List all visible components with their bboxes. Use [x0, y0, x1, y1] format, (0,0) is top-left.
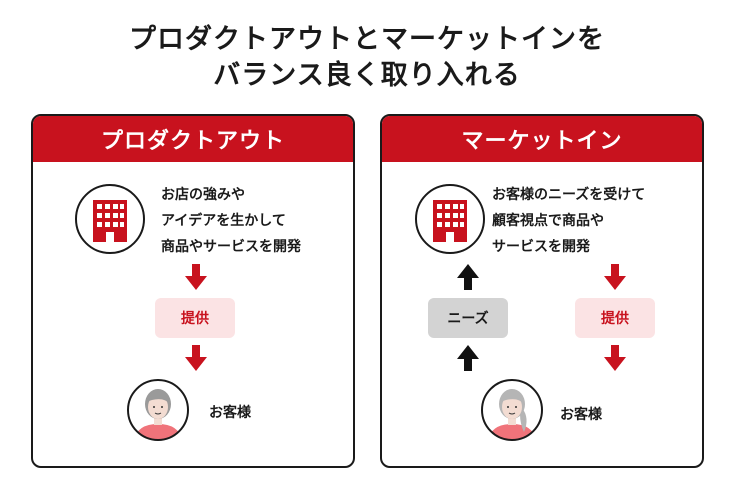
description-line: サービスを開発: [492, 239, 590, 255]
title-line-2: バランス良く取り入れる: [213, 60, 521, 91]
customer-label: お客様: [560, 407, 602, 423]
person-icon: [481, 379, 543, 441]
arrow-up-icon: [457, 264, 479, 290]
product-out-header: プロダクトアウト: [33, 116, 353, 162]
arrow-down-icon: [604, 345, 626, 371]
description-line: 商品やサービスを開発: [161, 239, 301, 255]
product-out-description: お店の強みや アイデアを生かして 商品やサービスを開発: [161, 182, 301, 260]
description-line: 顧客視点で商品や: [492, 213, 604, 229]
title-line-1: プロダクトアウトとマーケットインを: [129, 24, 605, 55]
provide-pill: 提供: [575, 298, 655, 338]
building-icon: [415, 184, 485, 254]
arrow-up-icon: [457, 345, 479, 371]
provide-pill: 提供: [155, 298, 235, 338]
person-icon: [127, 379, 189, 441]
description-line: お客様のニーズを受けて: [492, 187, 646, 203]
arrow-down-icon: [185, 264, 207, 290]
building-icon: [75, 184, 145, 254]
product-out-panel: プロダクトアウト お店の強みや アイデアを生かして 商品やサービスを開発 提供: [31, 114, 355, 468]
needs-pill: ニーズ: [428, 298, 508, 338]
market-in-description: お客様のニーズを受けて 顧客視点で商品や サービスを開発: [492, 182, 645, 260]
market-in-panel: マーケットイン お客様のニーズを受けて 顧客視点で商品や サービスを開発 ニーズ…: [380, 114, 704, 468]
description-line: お店の強みや: [161, 187, 245, 203]
page-title: プロダクトアウトとマーケットインを バランス良く取り入れる: [0, 22, 734, 94]
customer-label: お客様: [209, 405, 251, 421]
description-line: アイデアを生かして: [161, 213, 286, 229]
market-in-header: マーケットイン: [382, 116, 702, 162]
arrow-down-icon: [604, 264, 626, 290]
arrow-down-icon: [185, 345, 207, 371]
